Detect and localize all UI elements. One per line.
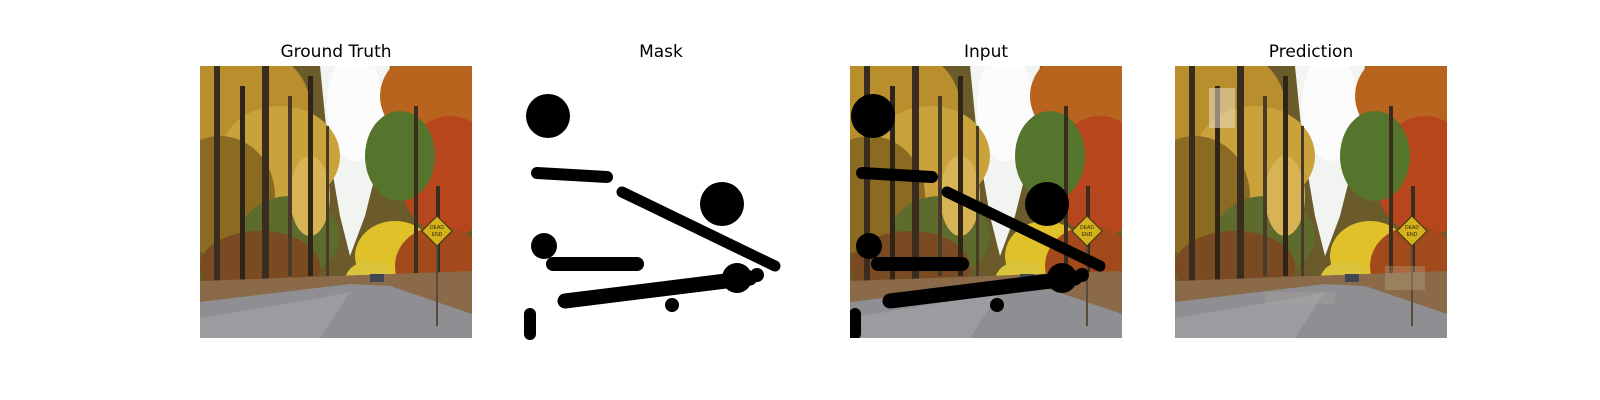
input-image: [850, 66, 1122, 338]
input-title: Input: [963, 42, 1009, 62]
mask-image: [525, 66, 797, 338]
prediction-image: [1175, 66, 1447, 338]
prediction-title: Prediction: [1268, 42, 1354, 62]
mask-panel: Mask: [525, 38, 797, 338]
prediction-panel: Prediction: [1175, 38, 1447, 338]
ground-truth-title: Ground Truth: [280, 42, 392, 62]
input-panel: Input: [850, 38, 1122, 338]
mask-title: Mask: [639, 42, 683, 62]
ground-truth-image: [200, 66, 472, 338]
ground-truth-panel: Ground Truth: [200, 38, 472, 338]
